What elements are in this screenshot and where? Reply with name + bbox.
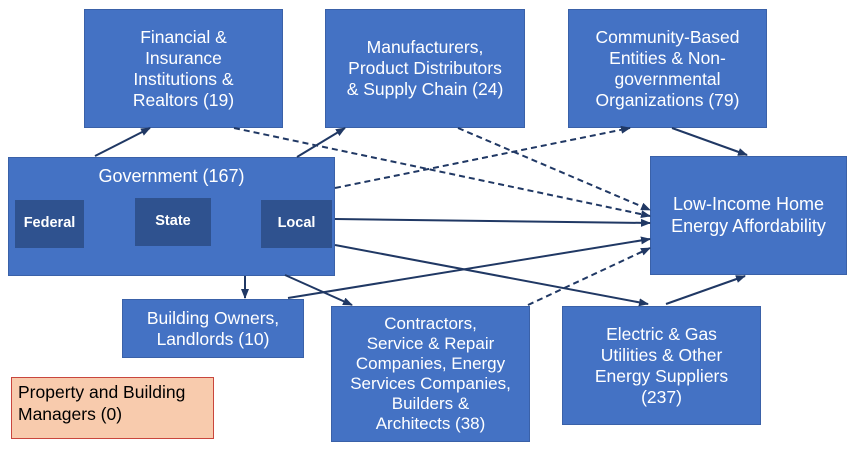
level-federal: Federal (15, 200, 84, 248)
arrow-manufacturers-to-target (457, 127, 651, 211)
arrow-local-to-target (334, 218, 651, 227)
arrow-government-to-community (334, 125, 631, 189)
node-utilities: Electric & Gas Utilities & Other Energy … (562, 306, 761, 425)
node-community-entities: Community-Based Entities & Non- governme… (568, 9, 767, 128)
level-state: State (135, 198, 211, 246)
arrow-government-to-manufacturers (296, 127, 346, 158)
arrow-building-owners-to-target (287, 236, 651, 299)
government-label: Government (167) (98, 166, 245, 186)
node-low-income-energy-affordability: Low-Income Home Energy Affordability (650, 156, 847, 275)
node-manufacturers: Manufacturers, Product Distributors & Su… (325, 9, 525, 128)
node-property-managers: Property and Building Managers (0) (11, 377, 214, 439)
node-contractors: Contractors, Service & Repair Companies,… (331, 306, 530, 442)
arrow-community-to-target (671, 127, 748, 156)
node-government: Government (167) Federal State Local (8, 157, 335, 276)
arrow-government-to-financial (94, 127, 151, 157)
arrow-contractors-to-target (527, 247, 651, 306)
node-building-owners: Building Owners, Landlords (10) (122, 299, 304, 358)
node-financial-institutions: Financial & Insurance Institutions & Rea… (84, 9, 283, 128)
arrow-utilities-to-target (665, 275, 746, 305)
arrow-government-to-utilities (334, 244, 649, 307)
level-local: Local (261, 200, 332, 248)
